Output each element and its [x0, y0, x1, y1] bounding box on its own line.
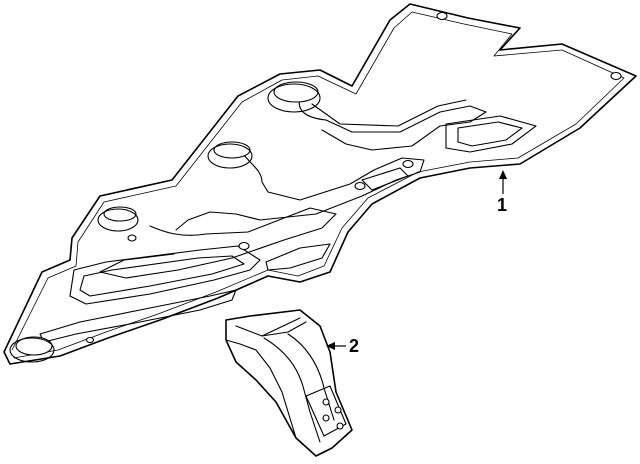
bracket-curve	[263, 337, 321, 443]
rib-channel-right	[445, 115, 537, 153]
fastener-hole	[354, 181, 366, 191]
boss-mid	[207, 141, 253, 169]
callout-2-leader	[326, 342, 346, 350]
fastener-hole	[436, 11, 448, 21]
bracket-side	[225, 339, 297, 439]
callout-1-leader	[499, 170, 507, 194]
bracket-hole	[322, 414, 330, 422]
bracket-flange-edge	[261, 321, 307, 337]
fastener-hole	[238, 241, 250, 251]
bracket-hole	[322, 398, 330, 406]
bracket-plate	[305, 385, 347, 437]
part-1-splash-shield	[3, 3, 637, 365]
boss-bottom-left	[9, 336, 55, 363]
rib-channel-lower-inner	[79, 255, 245, 297]
callout-label-1: 1	[497, 195, 508, 215]
rib-channel-mid-small	[361, 167, 409, 191]
rib-channel-upper	[298, 97, 487, 151]
boss-large-top	[267, 81, 321, 113]
boss-left	[97, 206, 139, 232]
shield-outline	[3, 3, 637, 365]
rib-channel-right-lower	[265, 243, 331, 271]
bracket-outline	[225, 309, 353, 457]
fastener-hole	[402, 159, 414, 169]
fastener-hole	[85, 336, 95, 344]
rib-channel-left	[99, 207, 337, 279]
rib-channel-bottom	[39, 289, 237, 343]
bracket-hole	[336, 422, 344, 430]
fastener-hole	[127, 234, 137, 242]
part-2-bracket	[225, 309, 353, 457]
bracket-hole	[334, 406, 342, 414]
rib-channel-mid	[175, 147, 425, 231]
rib-channel-lower	[69, 245, 261, 305]
rib-channel-right-inner	[457, 121, 523, 147]
rib-channel-upper-inner	[311, 99, 467, 127]
fastener-hole	[610, 71, 622, 81]
callout-label-2: 2	[349, 336, 360, 356]
